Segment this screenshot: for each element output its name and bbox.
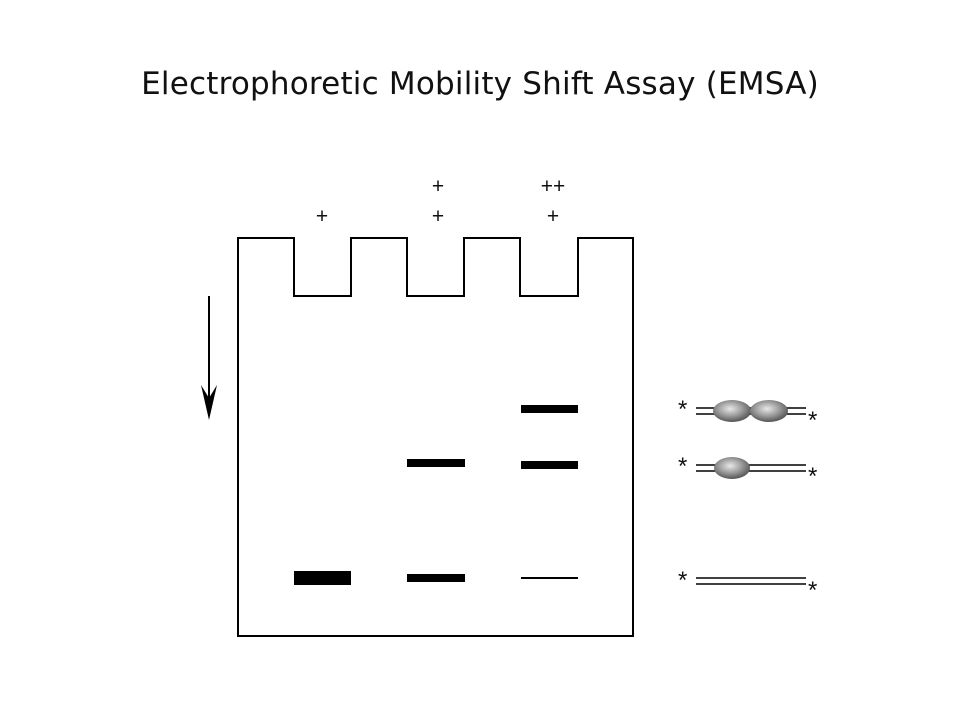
probe-label-star: * xyxy=(808,577,817,604)
migration-arrow-icon xyxy=(201,296,217,420)
band-lane2-free-probe xyxy=(407,574,465,582)
protein-oval-icon xyxy=(713,400,751,422)
gel-outline xyxy=(237,237,634,637)
figure-title: Electrophoretic Mobility Shift Assay (EM… xyxy=(141,66,819,102)
lane-2-label-row1: + xyxy=(432,175,444,198)
legend-free-probe: * * xyxy=(678,567,817,604)
protein-oval-icon xyxy=(714,457,750,479)
legend-double-complex: * * xyxy=(678,396,817,434)
band-lane1-free-probe xyxy=(294,571,351,585)
band-lane3-free-probe xyxy=(521,577,578,579)
band-lane2-complex xyxy=(407,459,465,467)
legend-single-complex: * * xyxy=(678,453,817,490)
probe-label-star: * xyxy=(808,463,817,490)
probe-label-star: * xyxy=(678,396,687,423)
probe-label-star: * xyxy=(678,453,687,480)
lane-3-label-row2: + xyxy=(547,205,559,228)
lane-1-label-row2: + xyxy=(316,205,328,228)
lane-2-label-row2: + xyxy=(432,205,444,228)
probe-label-star: * xyxy=(678,567,687,594)
lane-3-label-row1: ++ xyxy=(541,175,566,198)
probe-label-star: * xyxy=(808,407,817,434)
band-lane3-supershift xyxy=(521,405,578,413)
protein-oval-icon xyxy=(750,400,788,422)
band-lane3-complex xyxy=(521,461,578,469)
